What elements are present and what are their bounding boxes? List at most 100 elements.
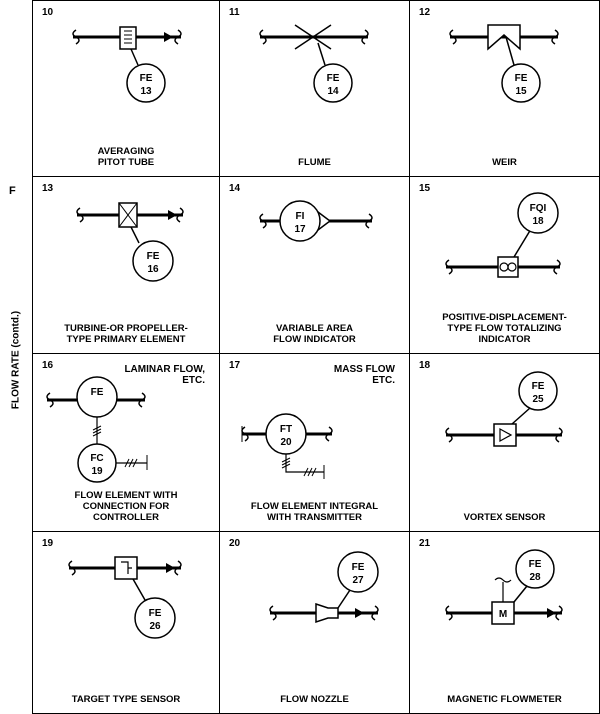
leader-line bbox=[513, 585, 528, 603]
bubble-number: 13 bbox=[140, 86, 152, 97]
symbol-number: 19 bbox=[42, 538, 54, 549]
caption-line: FLOW NOZZLE bbox=[280, 694, 349, 705]
leader-line bbox=[337, 589, 351, 609]
pipe-line bbox=[449, 29, 559, 45]
symbol-caption: WEIR bbox=[414, 157, 595, 168]
symbol-number: 16 bbox=[42, 360, 54, 371]
bubble-number: 16 bbox=[147, 264, 159, 275]
bubble-tag: FE bbox=[149, 608, 162, 619]
symbol-drawing: FE 16 bbox=[76, 202, 184, 282]
instrument-bubble: FE 25 bbox=[518, 371, 558, 411]
bubble-number: 26 bbox=[149, 621, 161, 632]
bubble-tag: FI bbox=[296, 211, 305, 222]
symbol-number: 18 bbox=[419, 360, 431, 371]
bubble-number: 18 bbox=[532, 216, 544, 227]
caption-line: TYPE PRIMARY ELEMENT bbox=[66, 334, 186, 345]
caption-line: VARIABLE AREA bbox=[275, 323, 354, 334]
indicator-bubble: FI 17 bbox=[279, 200, 321, 242]
flow-element-bubble: FE bbox=[76, 376, 118, 418]
signal-line bbox=[92, 417, 102, 444]
bubble-number: 19 bbox=[91, 466, 103, 477]
symbol-drawing: FI 17 bbox=[259, 200, 373, 242]
symbol-drawing: FE 27 bbox=[269, 551, 379, 624]
symbol-number: 12 bbox=[419, 7, 431, 18]
bubble-tag: FE bbox=[352, 562, 365, 573]
flow-arrow bbox=[355, 608, 364, 618]
bubble-number: 20 bbox=[280, 437, 292, 448]
bubble-number: 15 bbox=[515, 86, 527, 97]
note-line: ETC. bbox=[372, 375, 395, 386]
symbol-drawing: FT 20 bbox=[241, 413, 333, 479]
bubble-tag: FT bbox=[280, 424, 292, 435]
bubble-tag: FC bbox=[90, 453, 103, 464]
bubble-number: 27 bbox=[352, 575, 364, 586]
caption-line: MAGNETIC FLOWMETER bbox=[447, 694, 562, 705]
symbol-number: 13 bbox=[42, 183, 54, 194]
leader-line bbox=[513, 228, 532, 258]
symbol-caption: FLOW NOZZLE bbox=[224, 694, 405, 705]
vortex-element bbox=[493, 423, 517, 447]
caption-line: FLOW ELEMENT INTEGRAL bbox=[250, 501, 379, 512]
note-line: ETC. bbox=[182, 375, 205, 386]
leader-line bbox=[132, 578, 146, 601]
instrument-bubble: FE 27 bbox=[337, 551, 379, 593]
flow-arrow bbox=[164, 32, 173, 42]
caption-line: VORTEX SENSOR bbox=[463, 512, 546, 523]
caption-line: POSITIVE-DISPLACEMENT- bbox=[442, 312, 567, 323]
instrument-bubble: FE 16 bbox=[132, 240, 174, 282]
instrument-bubble: FE 15 bbox=[501, 63, 541, 103]
bubble-number: 14 bbox=[327, 86, 339, 97]
caption-line: CONNECTION FOR bbox=[82, 501, 170, 512]
symbol-drawing: FE 26 bbox=[68, 556, 182, 639]
element-label: M bbox=[499, 609, 507, 620]
caption-line: FLOW INDICATOR bbox=[273, 334, 356, 345]
symbol-number: 10 bbox=[42, 7, 54, 18]
category-letter: F bbox=[9, 185, 16, 197]
symbol-caption: MAGNETIC FLOWMETER bbox=[414, 694, 595, 705]
symbol-drawing: FE FC 19 bbox=[46, 376, 148, 483]
caption-line: CONTROLLER bbox=[93, 512, 159, 523]
symbol-note: LAMINAR FLOW,ETC. bbox=[115, 364, 205, 386]
flume-element bbox=[294, 24, 332, 50]
caption-line: FLOW ELEMENT WITH bbox=[74, 490, 178, 501]
bubble-tag: FE bbox=[532, 381, 545, 392]
caption-line: AVERAGING bbox=[97, 146, 155, 157]
weir-element bbox=[487, 24, 521, 51]
symbol-caption: TURBINE-OR PROPELLER-TYPE PRIMARY ELEMEN… bbox=[37, 323, 215, 345]
symbol-caption: POSITIVE-DISPLACEMENT-TYPE FLOW TOTALIZI… bbox=[414, 312, 595, 345]
symbol-number: 20 bbox=[229, 538, 241, 549]
caption-line: PITOT TUBE bbox=[97, 157, 155, 168]
caption-line: TARGET TYPE SENSOR bbox=[71, 694, 181, 705]
bubble-tag: FE bbox=[147, 251, 160, 262]
symbol-number: 14 bbox=[229, 183, 241, 194]
caption-line: INDICATOR bbox=[478, 334, 531, 345]
symbol-number: 15 bbox=[419, 183, 431, 194]
caption-line: FLUME bbox=[298, 157, 331, 168]
symbol-drawing: FE 25 bbox=[445, 371, 563, 447]
magnetic-element: M bbox=[491, 577, 515, 625]
bubble-number: 28 bbox=[529, 572, 541, 583]
leader-line bbox=[130, 48, 139, 66]
bubble-tag: FE bbox=[515, 73, 528, 84]
transmitter-bubble: FT 20 bbox=[265, 413, 307, 455]
turbine-element bbox=[118, 202, 138, 228]
caption-line: TURBINE-OR PROPELLER- bbox=[64, 323, 188, 334]
category-sidebar: F FLOW RATE (contd.) bbox=[0, 0, 32, 714]
controller-bubble: FC 19 bbox=[77, 443, 117, 483]
leader-line bbox=[130, 226, 140, 244]
instrument-bubble: FE 26 bbox=[134, 597, 176, 639]
bubble-number: 17 bbox=[294, 224, 306, 235]
bubble-number: 25 bbox=[532, 394, 544, 405]
